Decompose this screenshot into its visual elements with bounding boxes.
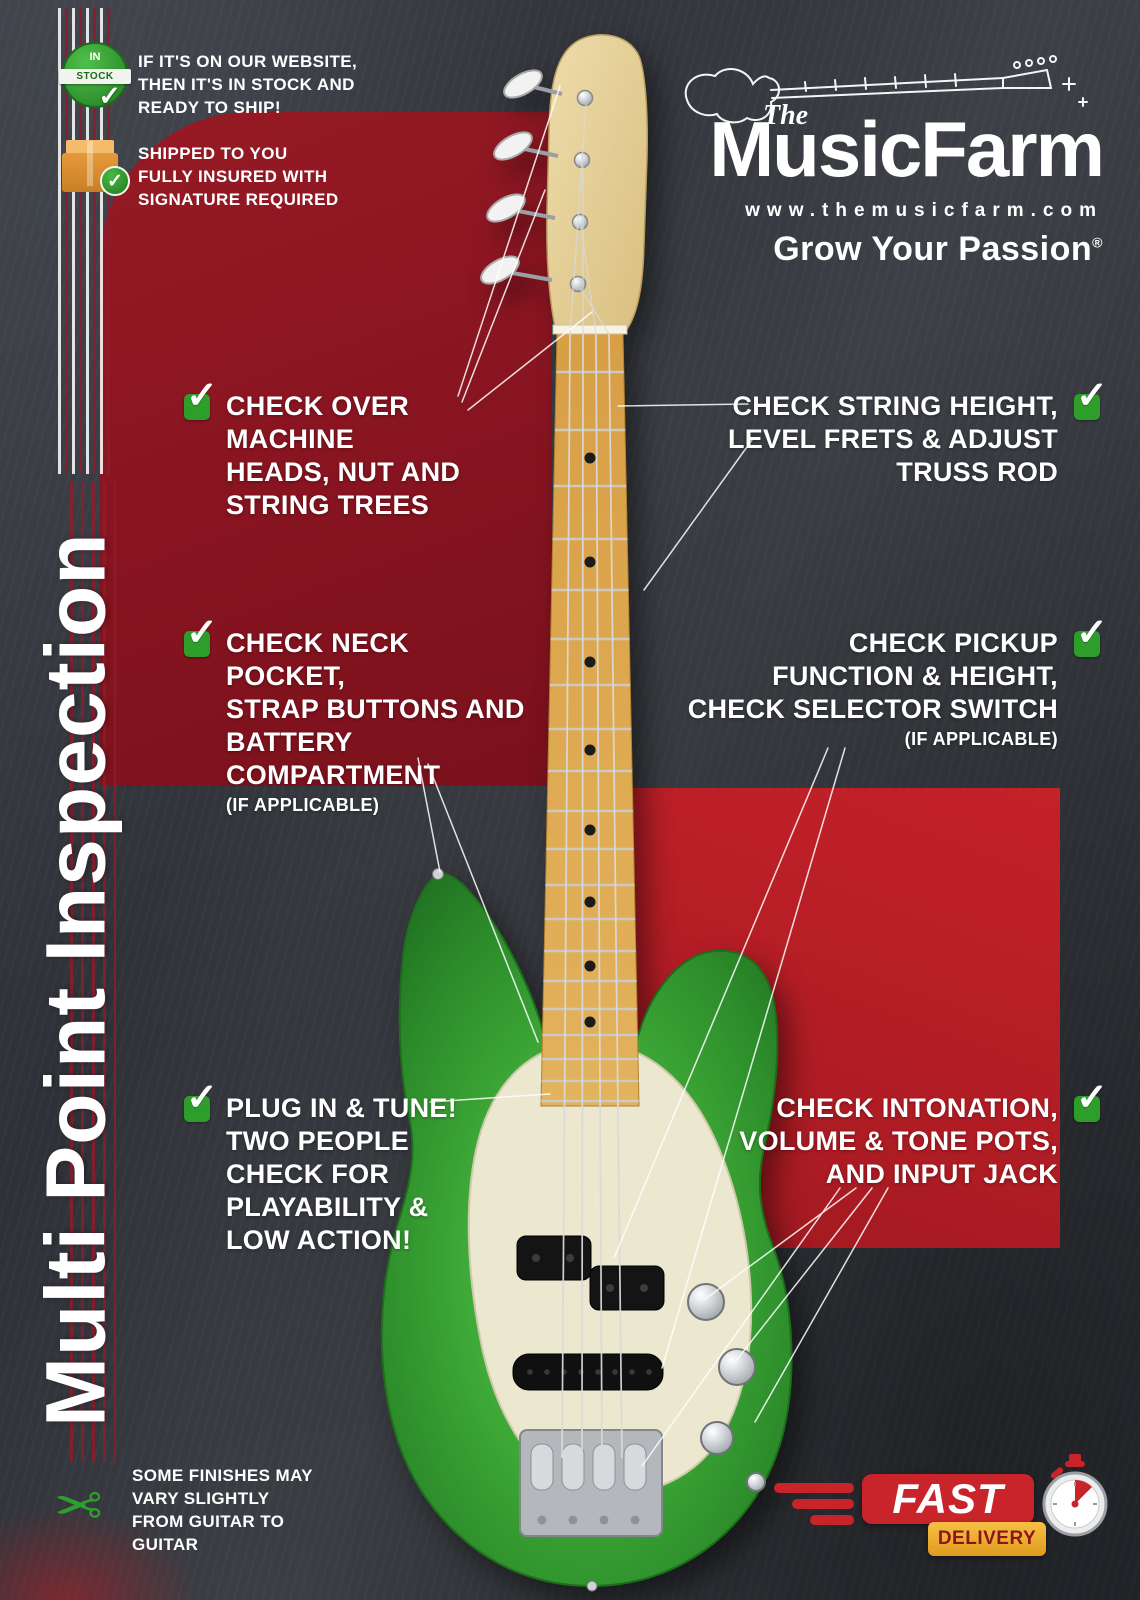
callout-line: VOLUME & TONE POTS, [739, 1126, 1058, 1156]
in-stock-badge-top-text: IN [89, 51, 101, 63]
callout-string-height: ✓ CHECK STRING HEIGHT, LEVEL FRETS & ADJ… [700, 377, 1108, 489]
stock-note-line: IF IT'S ON OUR WEBSITE, [138, 52, 358, 71]
checkbox-icon: ✓ [1072, 614, 1108, 661]
stock-note-line: THEN IT'S IN STOCK AND [138, 75, 355, 94]
callout-intonation: ✓ CHECK INTONATION, VOLUME & TONE POTS, … [700, 1079, 1108, 1191]
callout-line: BATTERY [226, 727, 353, 757]
callout-note: (IF APPLICABLE) [904, 729, 1058, 749]
stock-note: IF IT'S ON OUR WEBSITE, THEN IT'S IN STO… [138, 50, 357, 119]
callout-line: FUNCTION & HEIGHT, [772, 661, 1058, 691]
finish-note: SOME FINISHES MAY VARY SLIGHTLY FROM GUI… [132, 1464, 313, 1556]
logo-url: www.themusicfarm.com [745, 200, 1103, 221]
callout-line: LEVEL FRETS & ADJUST [727, 424, 1058, 454]
callout-plug-in-tune: ✓ PLUG IN & TUNE! TWO PEOPLE CHECK FOR P… [182, 1079, 496, 1257]
musicfarm-logo: The MusicFarm www.themusicfarm.com Grow … [655, 52, 1105, 282]
stock-note-line: READY TO SHIP! [138, 98, 281, 117]
decorative-stripes-side [70, 482, 116, 1462]
callout-line: STRING TREES [226, 490, 430, 520]
finish-note-line: GUITAR [132, 1535, 199, 1554]
callout-pickup-function: ✓ CHECK PICKUP FUNCTION & HEIGHT, CHECK … [655, 614, 1108, 752]
fast-delivery-badge: FAST DELIVERY [770, 1450, 1115, 1580]
callout-line: TWO PEOPLE [226, 1126, 410, 1156]
shipping-note: SHIPPED TO YOU FULLY INSURED WITH SIGNAT… [138, 142, 339, 211]
speed-lines-icon [774, 1483, 854, 1493]
finish-note-line: FROM GUITAR TO [132, 1512, 285, 1531]
callout-line: PLAYABILITY & [226, 1192, 429, 1222]
logo-name: MusicFarm [709, 105, 1105, 193]
callout-note: (IF APPLICABLE) [226, 795, 380, 815]
stopwatch-icon [1042, 1454, 1108, 1537]
scissors-icon: ✂ [54, 1472, 103, 1540]
shipping-note-line: SHIPPED TO YOU [138, 144, 288, 163]
check-icon: ✓ [100, 166, 130, 196]
callout-line: PLUG IN & TUNE! [226, 1093, 457, 1123]
checkbox-icon: ✓ [182, 1079, 218, 1126]
guitar-knobs [687, 1283, 766, 1492]
in-stock-badge: IN STOCK ✓ [59, 42, 131, 111]
speed-lines-icon [792, 1499, 854, 1509]
page-title-vertical: Multi Point Inspection [28, 532, 123, 1428]
checkbox-icon: ✓ [182, 614, 218, 661]
callout-line: CHECK PICKUP [848, 628, 1058, 658]
in-stock-icon: IN STOCK ✓ [59, 42, 131, 111]
checkbox-icon: ✓ [1072, 377, 1108, 424]
callout-line: TRUSS ROD [896, 457, 1058, 487]
corner-glow-decoration [0, 1505, 200, 1600]
callout-line: STRAP BUTTONS AND [226, 694, 525, 724]
callout-line: CHECK FOR [226, 1159, 390, 1189]
callout-line: CHECK NECK POCKET, [226, 628, 410, 691]
guitar-bridge [519, 1429, 663, 1537]
speed-lines-icon [810, 1515, 854, 1525]
fast-label: FAST [862, 1474, 1034, 1524]
finish-note-line: SOME FINISHES MAY [132, 1466, 313, 1485]
callout-line: CHECK OVER MACHINE [226, 391, 410, 454]
callout-line: AND INPUT JACK [825, 1159, 1058, 1189]
logo-tagline: Grow Your Passion® [773, 230, 1103, 269]
callout-line: CHECK SELECTOR SWITCH [687, 694, 1058, 724]
checkbox-icon: ✓ [1072, 1079, 1108, 1126]
package-icon: ✓ [62, 140, 130, 196]
callout-line: CHECK INTONATION, [776, 1093, 1058, 1123]
registered-mark: ® [1092, 234, 1103, 251]
callout-neck-pocket: ✓ CHECK NECK POCKET, STRAP BUTTONS AND B… [182, 614, 526, 818]
callout-line: COMPARTMENT [226, 760, 441, 790]
shipping-note-line: FULLY INSURED WITH [138, 167, 328, 186]
package-tape [87, 141, 93, 186]
delivery-label: DELIVERY [928, 1522, 1046, 1556]
callout-line: CHECK STRING HEIGHT, [732, 391, 1058, 421]
guitar-headstock [546, 34, 648, 333]
guitar-line-art-icon [684, 55, 1088, 124]
package-flap [66, 140, 114, 156]
callout-machine-heads: ✓ CHECK OVER MACHINE HEADS, NUT AND STRI… [182, 377, 516, 522]
logo-the: The [763, 100, 809, 131]
guitar-bridge-pickup [512, 1353, 664, 1391]
callout-line: LOW ACTION! [226, 1225, 412, 1255]
callout-line: HEADS, NUT AND [226, 457, 461, 487]
shipping-note-line: SIGNATURE REQUIRED [138, 190, 339, 209]
logo-tagline-text: Grow Your Passion [773, 230, 1093, 268]
check-icon: ✓ [98, 81, 121, 111]
in-stock-badge-band-text: STOCK [59, 69, 131, 84]
checkbox-icon: ✓ [182, 377, 218, 424]
finish-note-line: VARY SLIGHTLY [132, 1489, 270, 1508]
